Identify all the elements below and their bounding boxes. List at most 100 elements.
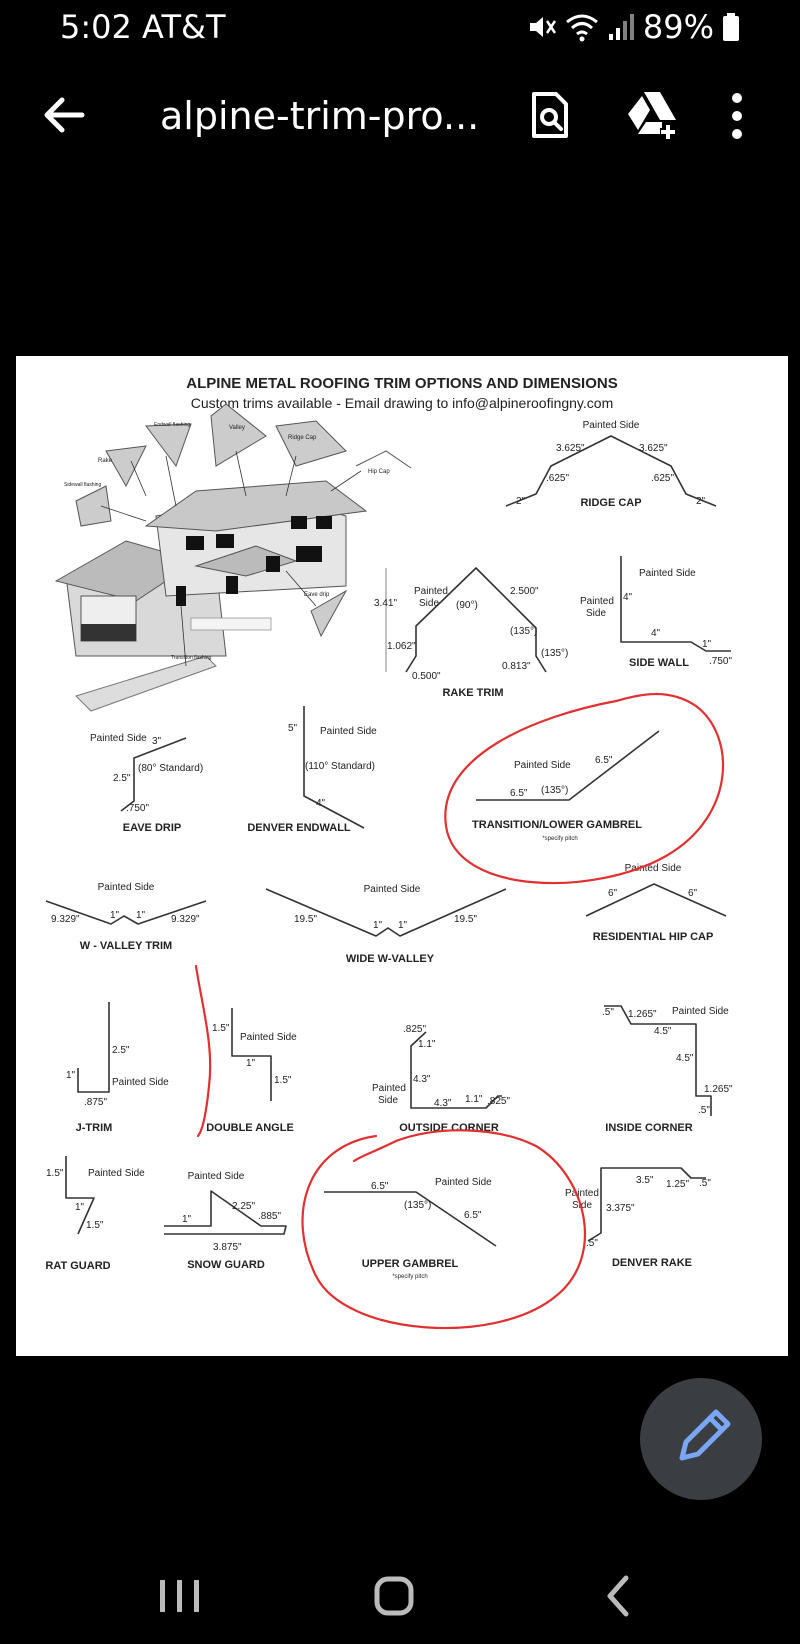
find-in-document-icon[interactable] [522,88,578,144]
hip-cap-painted-side: Painted Side [625,863,682,874]
rake-dim: 0.813" [502,661,531,672]
app-bar: alpine-trim-pro... [0,70,800,162]
denver-rake-painted: Painted [565,1188,599,1199]
denver-endwall-dim: 5" [288,723,298,734]
snow-guard-profile [164,1190,287,1235]
denver-rake-dim: .5" [586,1238,598,1249]
pdf-page[interactable]: ALPINE METAL ROOFING TRIM OPTIONS AND DI… [16,356,788,1356]
rat-guard-profile [65,1156,95,1235]
home-icon[interactable] [364,1566,424,1626]
j-trim-profile [77,1002,110,1093]
hip-cap-dim: 6" [688,888,698,899]
upper-gambrel-painted-side: Painted Side [435,1177,492,1188]
w-valley-label: W - VALLEY TRIM [80,940,172,952]
mute-icon [529,17,556,37]
rake-dim: (135°) [510,626,537,637]
rake-dim: 2.500" [510,586,539,597]
wide-w-valley-dim: 1" [398,920,408,931]
more-options-icon[interactable] [722,88,752,144]
label-rake: Rake [98,458,113,464]
side-wall-dim: .750" [709,656,732,667]
denver-endwall-dim: (110° Standard) [305,761,375,772]
wide-w-valley-dim: 19.5" [454,914,477,925]
rat-guard-dim: 1.5" [86,1220,104,1231]
rat-guard-label: RAT GUARD [45,1260,110,1272]
snow-guard-dim: .885" [258,1211,281,1222]
annotation-circle-transition [444,693,724,885]
snow-guard-painted-side: Painted Side [188,1171,245,1182]
side-wall-profile [620,556,731,652]
annotation-line-double-angle [194,964,212,1138]
w-valley-painted-side: Painted Side [98,882,155,893]
battery-icon [723,13,739,41]
back-arrow-icon[interactable] [38,90,88,140]
side-wall-painted: Painted [580,596,614,607]
side-wall-dim: 4" [623,592,633,603]
rake-dim: 3.41" [374,598,397,609]
denver-endwall-dim: 4" [316,798,326,809]
ridge-cap-dim: .625" [546,473,569,484]
rake-side: Side [419,598,439,609]
rat-guard-dim: 1" [75,1202,85,1213]
inside-corner-dim: 1.265" [628,1009,657,1020]
outside-corner-dim: .825" [487,1096,510,1107]
outside-corner-dim: 4.3" [413,1074,431,1085]
denver-endwall-profile [303,706,365,829]
add-to-drive-icon[interactable] [624,88,680,144]
w-valley-dim: 9.329" [171,914,200,925]
j-trim-painted-side: Painted Side [112,1077,169,1088]
inside-corner-dim: 4.5" [676,1053,694,1064]
outside-corner-dim: 4.3" [434,1098,452,1109]
ridge-cap-dim: 3.625" [639,443,668,454]
ridge-cap-dim: 2" [516,496,526,507]
hip-cap-dim: 6" [608,888,618,899]
snow-guard-dim: 1" [182,1214,192,1225]
upper-gambrel-profile [324,1191,497,1247]
inside-corner-dim: .5" [698,1105,710,1116]
ridge-cap-label: RIDGE CAP [580,497,641,509]
outside-corner-side: Side [378,1095,398,1106]
eave-drip-dim: .750" [126,803,149,814]
outside-corner-dim: 1.1" [418,1039,436,1050]
denver-rake-dim: 1.25" [666,1179,689,1190]
double-angle-label: DOUBLE ANGLE [206,1122,294,1134]
sheet-title: ALPINE METAL ROOFING TRIM OPTIONS AND DI… [186,375,617,392]
denver-rake-dim: 3.5" [636,1175,654,1186]
outside-corner-profile [410,1031,502,1109]
rake-painted: Painted [414,586,448,597]
ridge-cap-profile [505,435,717,507]
label-eave-drip: Eave drip [304,592,330,598]
wide-w-valley-dim: 19.5" [294,914,317,925]
wifi-icon [565,14,598,42]
recent-apps-icon[interactable] [150,1566,210,1626]
rat-guard-painted-side: Painted Side [88,1168,145,1179]
snow-guard-dim: 3.875" [213,1242,242,1253]
denver-rake-label: DENVER RAKE [612,1257,692,1269]
side-wall-label: SIDE WALL [629,657,689,669]
snow-guard-label: SNOW GUARD [187,1259,265,1271]
rat-guard-dim: 1.5" [46,1168,64,1179]
document-title: alpine-trim-pro... [160,94,480,138]
upper-gambrel-dim: 6.5" [464,1210,482,1221]
back-icon[interactable] [590,1566,650,1626]
transition-painted-side: Painted Side [514,760,571,771]
j-trim-dim: .875" [84,1097,107,1108]
side-wall-dim: 4" [651,628,661,639]
label-ridge-cap: Ridge Cap [288,435,317,441]
snow-guard-dim: 2.25" [232,1201,255,1212]
eave-drip-painted-side: Painted Side [90,733,147,744]
red-annotations [194,693,724,1330]
outside-corner-dim: 1.1" [465,1094,483,1105]
transition-label: TRANSITION/LOWER GAMBREL [472,819,642,831]
rake-trim-label: RAKE TRIM [442,687,503,699]
eave-drip-dim: 3" [152,736,162,747]
edit-fab[interactable] [640,1378,762,1500]
system-nav-bar [0,1560,800,1644]
hip-cap-profile [585,883,727,917]
transition-note: *specify pitch [542,836,577,842]
rake-dim: 0.500" [412,671,441,682]
label-valley: Valley [229,425,245,431]
transition-dim: (135°) [541,785,568,796]
eave-drip-profile [120,737,187,812]
inside-corner-profile [604,1005,712,1116]
